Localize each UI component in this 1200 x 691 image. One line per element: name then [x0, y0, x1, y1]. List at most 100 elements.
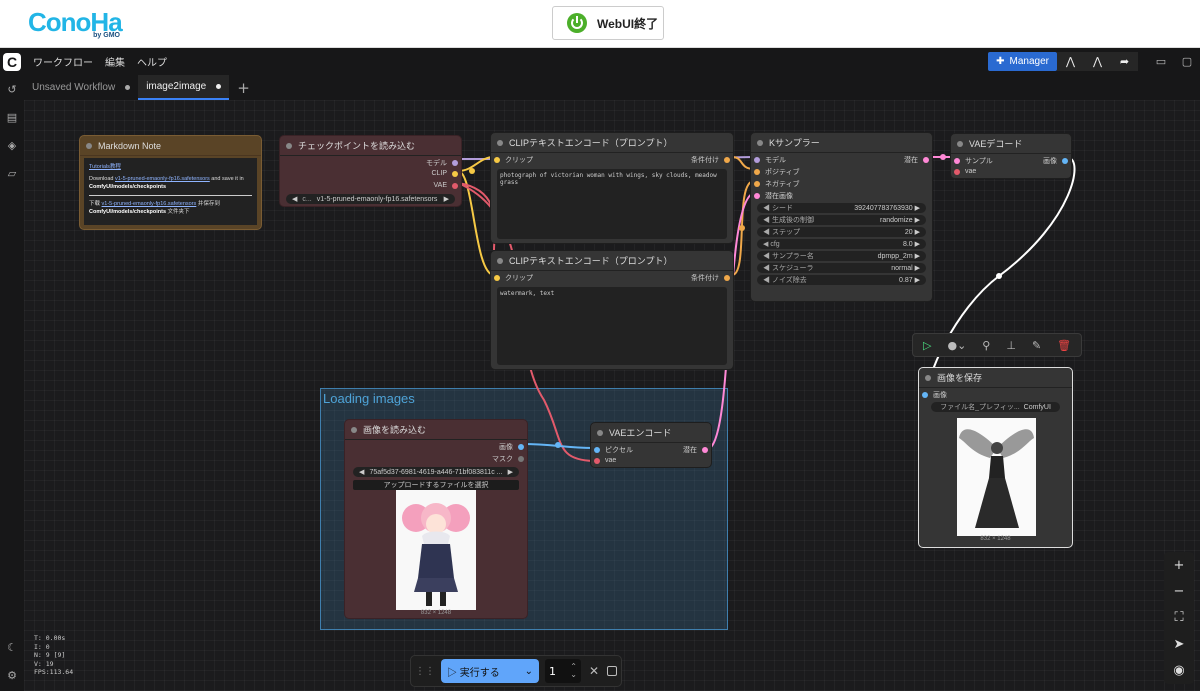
node-save-image[interactable]: 画像を保存 画像 ファイル名_プレフィッ... ComfyUI 832 × 12… [918, 367, 1073, 548]
arrow-left-icon[interactable]: ◀ [359, 469, 365, 476]
output-image-preview[interactable] [957, 418, 1036, 536]
model-download-link[interactable]: v1-5-pruned-emaonly-fp16.safetensors [101, 201, 197, 207]
ckpt-name-combo[interactable]: ◀ c... v1-5-pruned-emaonly-fp16.safetens… [286, 194, 455, 204]
menu-edit[interactable]: 編集 [105, 58, 125, 69]
slot-dot[interactable] [954, 168, 960, 175]
chevron-down-icon[interactable]: ⌄ [524, 665, 533, 677]
slot-dot[interactable] [494, 275, 500, 281]
node-clip-text-encode-negative[interactable]: CLIPテキストエンコード（プロンプト） クリップ 条件付け watermark… [490, 250, 734, 370]
add-tab-icon[interactable]: + [237, 78, 250, 97]
node-library-icon[interactable]: ▤ [6, 111, 18, 124]
input-image-preview[interactable] [396, 490, 476, 610]
slot-dot[interactable] [754, 193, 760, 199]
output-slot-mask[interactable]: マスク [345, 452, 527, 464]
input-slot-vae[interactable]: vae [951, 166, 1071, 178]
delete-trash-icon[interactable]: 🗑 [1057, 338, 1072, 352]
queue-panel-icon[interactable] [607, 666, 617, 676]
graph-canvas[interactable]: Loading images Markdown Note [24, 100, 1200, 691]
pin-icon[interactable]: ⊥ [1006, 338, 1016, 352]
menu-workflow[interactable]: ワークフロー [33, 58, 93, 69]
edit-pencil-icon[interactable]: ✎ [1031, 338, 1042, 352]
input-slot-model[interactable]: モデル 潜在 [751, 153, 932, 165]
slot-dot[interactable] [452, 170, 458, 177]
slot-dot[interactable] [452, 160, 458, 166]
slot-dot[interactable] [702, 447, 708, 453]
collapse-dot-icon[interactable] [497, 139, 503, 146]
workflows-folder-icon[interactable]: ▱ [7, 167, 17, 180]
model-library-icon[interactable]: ◈ [7, 139, 17, 152]
webui-stop-button[interactable]: WebUI終了 [552, 6, 664, 40]
group-title[interactable]: Loading images [323, 391, 415, 406]
filename-prefix-widget[interactable]: ファイル名_プレフィッ... ComfyUI [931, 402, 1060, 412]
slot-dot[interactable] [1062, 158, 1068, 164]
unsaved-dot-icon[interactable] [125, 85, 131, 90]
bottom-panel-icon[interactable]: ▭ [1155, 55, 1167, 68]
slot-dot[interactable] [954, 158, 960, 164]
drag-handle-icon[interactable]: ⋮⋮ [415, 665, 435, 677]
menu-help[interactable]: ヘルプ [137, 58, 167, 69]
history-icon[interactable]: ↺ [7, 83, 17, 96]
output-slot-image[interactable]: 画像 [345, 440, 527, 452]
zoom-out-icon[interactable]: − [1173, 584, 1185, 600]
node-markdown-note[interactable]: Markdown Note Tutorials教程 Download v1-5-… [79, 135, 262, 230]
input-slot-images[interactable]: 画像 [919, 388, 1072, 400]
fit-view-icon[interactable]: ⛶ [1174, 610, 1184, 626]
collapse-dot-icon[interactable] [957, 140, 963, 147]
collapse-dot-icon[interactable] [286, 142, 292, 149]
image-file-combo[interactable]: ◀ 75af5d37-6981-4619-a446-71bf083811c ..… [353, 467, 519, 477]
node-load-image[interactable]: 画像を読み込む 画像 マスク ◀ 75af5d37-6981-4619-a446… [344, 419, 528, 619]
slot-dot[interactable] [922, 392, 928, 398]
input-slot-clip[interactable]: クリップ 条件付け [491, 271, 733, 283]
output-slot-model[interactable]: モデル [280, 156, 461, 168]
collapse-dot-icon[interactable] [925, 374, 931, 381]
slot-dot[interactable] [518, 456, 524, 462]
input-slot-clip[interactable]: クリップ 条件付け [491, 153, 733, 165]
run-button[interactable]: ▷ 実行する ⌄ [441, 659, 539, 683]
unsaved-dot-icon[interactable] [216, 84, 222, 89]
node-vae-encode[interactable]: VAEエンコード ピクセル 潜在 vae [590, 422, 712, 468]
slot-dot[interactable] [754, 157, 760, 163]
node-checkpoint-loader[interactable]: チェックポイントを読み込む モデル CLIP VAE ◀ c... v1-5-p… [279, 135, 462, 207]
input-slot-positive[interactable]: ポジティブ [751, 165, 932, 177]
prompt-textarea[interactable]: watermark, text [497, 287, 727, 365]
comfy-logo-icon[interactable]: C [3, 52, 21, 71]
input-slot-vae[interactable]: vae [591, 455, 711, 467]
node-vae-decode[interactable]: VAEデコード サンプル 画像 vae [950, 133, 1072, 179]
output-slot-clip[interactable]: CLIP [280, 168, 461, 180]
model-manager-icon[interactable]: ⋀ [1065, 55, 1076, 68]
output-slot-vae[interactable]: VAE [280, 180, 461, 192]
tab-unsaved-workflow[interactable]: Unsaved Workflow [24, 75, 138, 100]
collapse-dot-icon[interactable] [497, 257, 503, 264]
node-clip-text-encode-positive[interactable]: CLIPテキストエンコード（プロンプト） クリップ 条件付け photograp… [490, 132, 734, 244]
conoha-logo[interactable]: ConoHa by GMO [28, 8, 123, 40]
model-download-link[interactable]: v1-5-pruned-emaonly-fp16.safetensors [115, 176, 210, 182]
slot-dot[interactable] [594, 457, 600, 464]
slot-dot[interactable] [724, 157, 730, 163]
stepper-icon[interactable]: ⌃⌄ [570, 662, 577, 679]
fullscreen-icon[interactable]: ▢ [1181, 55, 1193, 68]
input-slot-latent[interactable]: 潜在画像 [751, 189, 932, 201]
arrow-left-icon[interactable]: ◀ [292, 196, 298, 203]
cancel-icon[interactable]: ✕ [588, 664, 600, 678]
share-icon[interactable]: ➦ [1119, 55, 1130, 68]
slot-dot[interactable] [494, 157, 500, 163]
arrow-right-icon[interactable]: ▶ [443, 196, 449, 203]
arrow-right-icon[interactable]: ▶ [507, 469, 513, 476]
manager-button[interactable]: ✚ Manager [988, 52, 1057, 71]
settings-gear-icon[interactable]: ⚙ [7, 669, 17, 682]
eye-icon[interactable]: ◉ [1173, 663, 1185, 679]
slot-dot[interactable] [923, 157, 929, 163]
batch-count-input[interactable]: 1 ⌃⌄ [545, 659, 581, 683]
collapse-dot-icon[interactable] [757, 139, 763, 146]
node-manager-icon[interactable]: ⋀ [1092, 55, 1103, 68]
input-slot-negative[interactable]: ネガティブ [751, 177, 932, 189]
tab-image2image[interactable]: image2image [138, 75, 230, 100]
slot-dot[interactable] [754, 169, 760, 175]
upload-file-button[interactable]: アップロードするファイルを選択 [353, 480, 519, 490]
